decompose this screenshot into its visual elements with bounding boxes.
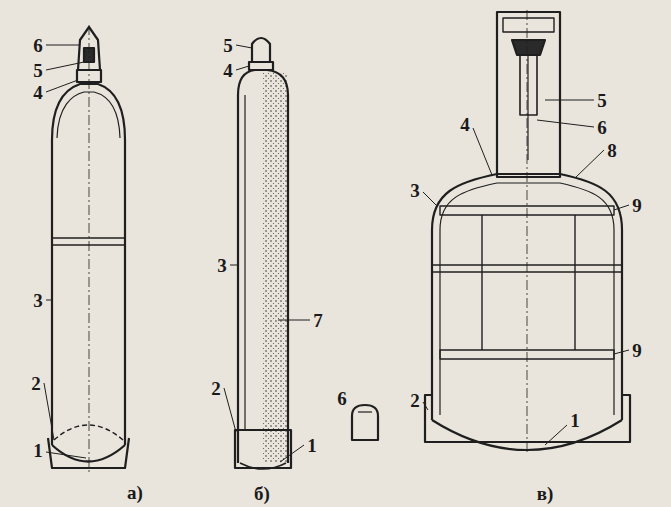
callout-number: 3 (32, 291, 44, 310)
callout-number: 6 (596, 118, 608, 137)
callout-number: 1 (32, 441, 44, 460)
bottom (52, 445, 125, 462)
shoulder (52, 84, 125, 140)
callout-number: 2 (210, 379, 222, 398)
porous-mass (262, 72, 288, 463)
callout-number: 9 (631, 341, 643, 360)
callout-number: 5 (222, 36, 234, 55)
callout-number: 3 (216, 256, 228, 275)
callout-number: 3 (409, 181, 421, 200)
callout-number: 4 (222, 61, 234, 80)
callout-number: 6 (32, 36, 44, 55)
callout-number: 8 (606, 141, 618, 160)
callout-number: 4 (32, 83, 44, 102)
neck-ring (249, 62, 273, 70)
callout-number: 6 (336, 389, 348, 408)
figure-letter: в) (536, 484, 555, 503)
shoulder (238, 70, 288, 95)
callout-number: 9 (631, 196, 643, 215)
shoe (48, 438, 129, 468)
valve (252, 38, 270, 62)
valve (512, 40, 545, 55)
callout-number: 1 (569, 411, 581, 430)
cap (352, 405, 378, 440)
figure-letter: б) (253, 484, 271, 503)
callout-number: 2 (409, 391, 421, 410)
inner-wall (57, 92, 120, 138)
figure-letter: а) (126, 483, 144, 502)
callout-number: 5 (32, 61, 44, 80)
callout-number: 5 (596, 91, 608, 110)
shoe (425, 395, 630, 442)
cap (497, 12, 560, 177)
callout-number: 4 (459, 115, 471, 134)
callout-number: 1 (306, 436, 318, 455)
callout-number: 7 (312, 311, 324, 330)
shoe (235, 430, 291, 468)
callout-number: 2 (30, 374, 42, 393)
